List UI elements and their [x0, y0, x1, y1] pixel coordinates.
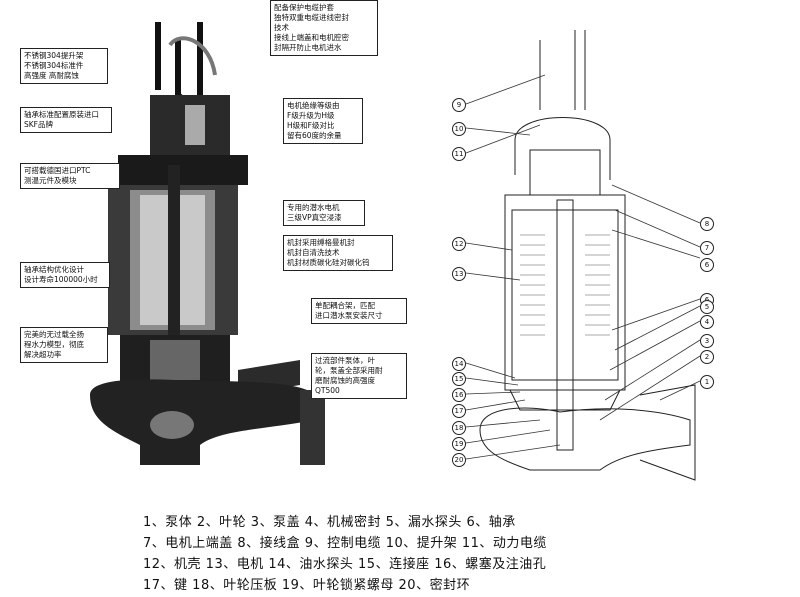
- legend-line: 1、泵体 2、叶轮 3、泵盖 4、机械密封 5、漏水探头 6、轴承: [143, 515, 516, 530]
- callout-coupling-frame: 单配耦合架，匹配 进口潜水泵安装尺寸: [311, 298, 407, 324]
- part-number-4: 4: [700, 315, 714, 329]
- callout-motor-varnish: 专用的潜水电机 三级VP真空浸漆: [283, 200, 365, 226]
- part-number-3: 3: [700, 334, 714, 348]
- part-number-6-upper: 6: [700, 258, 714, 272]
- callout-hydraulic-model: 完美的无过载全扬 程水力模型，彻底 解决超功率: [20, 327, 108, 363]
- callout-insulation-class: 电机绝缘等级由 F级升级为H级 H级和F级对比 留有60度的余量: [283, 98, 363, 144]
- legend-line: 7、电机上端盖 8、接线盒 9、控制电缆 10、提升架 11、动力电缆: [143, 536, 547, 551]
- part-number-9: 9: [452, 98, 466, 112]
- legend-line: 12、机壳 13、电机 14、油水探头 15、连接座 16、螺塞及注油孔: [143, 557, 547, 572]
- part-number-15: 15: [452, 372, 466, 386]
- part-number-19: 19: [452, 437, 466, 451]
- part-number-13: 13: [452, 267, 466, 281]
- callout-cable-sheath: 配备保护电缆护套 独特双重电缆进线密封 技术 接线上端盖和电机腔密 封隔开防止电…: [270, 0, 378, 56]
- part-number-20: 20: [452, 453, 466, 467]
- part-number-14: 14: [452, 357, 466, 371]
- part-number-7: 7: [700, 241, 714, 255]
- part-number-8: 8: [700, 217, 714, 231]
- callout-ptc-sensor: 可搭载德国进口PTC 测温元件及模块: [20, 163, 120, 189]
- legend-line: 17、键 18、叶轮压板 19、叶轮锁紧螺母 20、密封环: [143, 578, 471, 593]
- parts-legend: 1、泵体 2、叶轮 3、泵盖 4、机械密封 5、漏水探头 6、轴承 7、电机上端…: [143, 512, 793, 596]
- part-number-1: 1: [700, 375, 714, 389]
- callout-lifting-frame: 不锈钢304提升架 不锈钢304标准件 高强度 高耐腐蚀: [20, 48, 108, 84]
- part-number-10: 10: [452, 122, 466, 136]
- part-number-12: 12: [452, 237, 466, 251]
- callout-wetted-parts: 过流部件泵体，叶 轮，泵盖全部采用耐 磨耐腐蚀的高强度 QT500: [311, 353, 407, 399]
- part-number-16: 16: [452, 388, 466, 402]
- callout-bearing-life: 轴承结构优化设计 设计寿命100000小时: [20, 262, 110, 288]
- part-number-2: 2: [700, 350, 714, 364]
- callout-bearing: 轴承标准配置原装进口SKF品牌: [20, 107, 112, 133]
- pump-section-drawing: [465, 30, 701, 481]
- callout-mechanical-seal: 机封采用缚格曼机封 机封自清洗技术 机封材质碳化硅对碳化钨: [283, 235, 393, 271]
- pump-cutaway-illustration: [90, 22, 325, 465]
- part-number-11: 11: [452, 147, 466, 161]
- part-number-18: 18: [452, 421, 466, 435]
- part-number-5: 5: [700, 300, 714, 314]
- part-number-17: 17: [452, 404, 466, 418]
